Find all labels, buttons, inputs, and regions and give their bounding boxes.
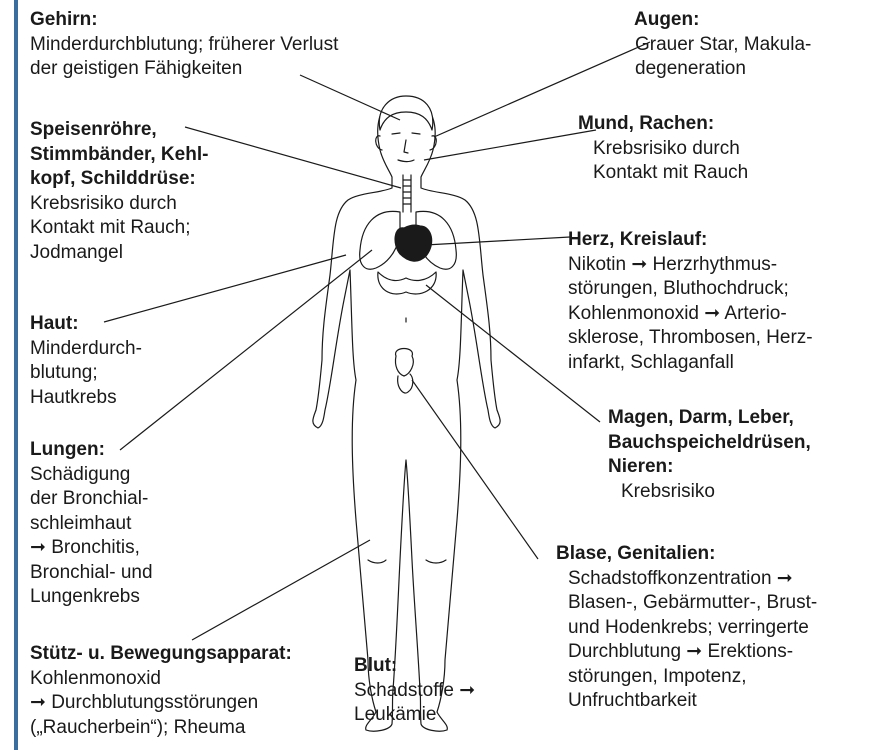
- label-gehirn-title: Gehirn:: [30, 8, 338, 33]
- label-stuetz-title: Stütz- u. Bewegungsapparat:: [30, 642, 292, 667]
- label-lungen-desc: Schädigung der Bronchial- schleimhaut ➞ …: [30, 463, 153, 610]
- label-magen: Magen, Darm, Leber, Bauchspeicheldrüsen,…: [608, 406, 877, 504]
- leader-blase: [412, 380, 538, 559]
- leader-mund: [424, 130, 596, 160]
- label-haut-title: Haut:: [30, 312, 142, 337]
- label-herz: Herz, Kreislauf: Nikotin ➞ Herzrhythmus-…: [568, 228, 813, 375]
- leader-gehirn: [300, 75, 400, 120]
- label-gehirn-desc: Minderdurchblutung; früherer Verlust der…: [30, 33, 338, 82]
- label-mund: Mund, Rachen: Krebsrisiko durch Kontakt …: [578, 112, 748, 186]
- label-blase: Blase, Genitalien: Schadstoffkonzentrati…: [556, 542, 817, 714]
- label-augen: Augen: Grauer Star, Makula- degeneration: [634, 8, 811, 82]
- label-mund-desc: Krebsrisiko durch Kontakt mit Rauch: [578, 137, 748, 186]
- label-augen-title: Augen:: [634, 8, 811, 33]
- label-speiseroehre-desc: Krebsrisiko durch Kontakt mit Rauch; Jod…: [30, 192, 208, 266]
- label-stuetz-desc: Kohlenmonoxid ➞ Durchblutungsstörungen (…: [30, 667, 292, 741]
- label-blut: Blut: Schadstoffe ➞ Leukämie: [354, 654, 475, 728]
- leader-lungen: [120, 250, 372, 450]
- leader-speiseroehre: [185, 127, 401, 188]
- label-gehirn: Gehirn: Minderdurchblutung; früherer Ver…: [30, 8, 338, 82]
- label-herz-title: Herz, Kreislauf:: [568, 228, 813, 253]
- label-mund-title: Mund, Rachen:: [578, 112, 748, 137]
- label-magen-title: Magen, Darm, Leber, Bauchspeicheldrüsen,…: [608, 406, 877, 480]
- label-magen-desc: Krebsrisiko: [608, 480, 877, 505]
- label-haut-desc: Minderdurch- blutung; Hautkrebs: [30, 337, 142, 411]
- label-lungen-title: Lungen:: [30, 438, 153, 463]
- label-speiseroehre: Speisenröhre, Stimmbänder, Kehl- kopf, S…: [30, 118, 208, 265]
- leader-herz: [425, 237, 570, 245]
- label-speiseroehre-title: Speisenröhre, Stimmbänder, Kehl- kopf, S…: [30, 118, 208, 192]
- leader-stuetz: [192, 540, 370, 640]
- label-stuetz: Stütz- u. Bewegungsapparat: Kohlenmonoxi…: [30, 642, 292, 740]
- label-blut-title: Blut:: [354, 654, 475, 679]
- label-haut: Haut: Minderdurch- blutung; Hautkrebs: [30, 312, 142, 410]
- label-blut-desc: Schadstoffe ➞ Leukämie: [354, 679, 475, 728]
- label-blase-desc: Schadstoffkonzentration ➞ Blasen-, Gebär…: [556, 567, 817, 714]
- label-herz-desc: Nikotin ➞ Herzrhythmus- störungen, Bluth…: [568, 253, 813, 376]
- label-lungen: Lungen: Schädigung der Bronchial- schlei…: [30, 438, 153, 610]
- label-blase-title: Blase, Genitalien:: [556, 542, 817, 567]
- label-augen-desc: Grauer Star, Makula- degeneration: [634, 33, 811, 82]
